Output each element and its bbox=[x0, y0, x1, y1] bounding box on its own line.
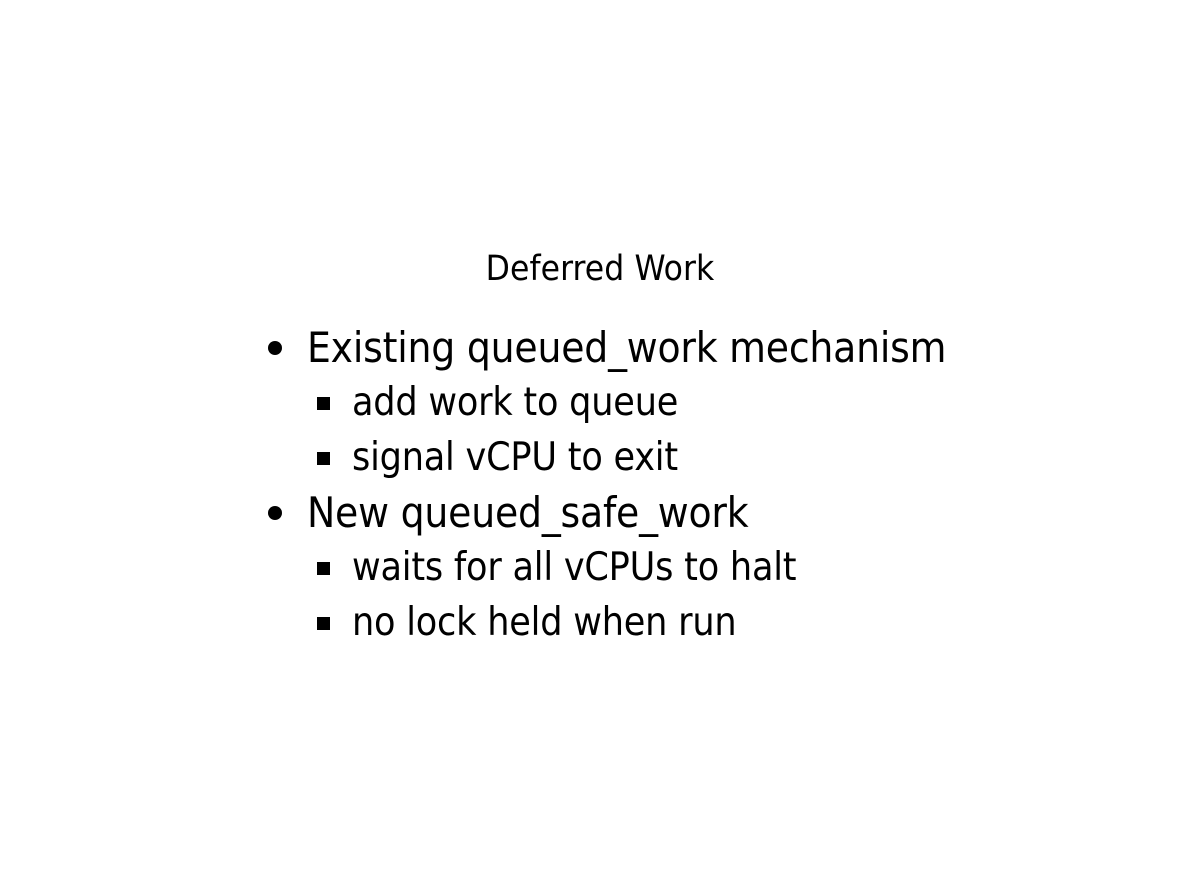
bullet-item-level1: New queued_safe_work bbox=[0, 485, 1200, 540]
bullet-item-level2: add work to queue bbox=[0, 375, 1200, 430]
square-bullet-icon bbox=[315, 595, 352, 650]
square-bullet-icon bbox=[315, 375, 352, 430]
bullet-item-level2: no lock held when run bbox=[0, 595, 1200, 650]
bullet-text: signal vCPU to exit bbox=[352, 435, 678, 480]
circle-bullet-icon bbox=[266, 485, 307, 540]
bullet-item-level2: waits for all vCPUs to halt bbox=[0, 540, 1200, 595]
bullet-item-level1: Existing queued_work mechanism bbox=[0, 320, 1200, 375]
square-bullet-icon bbox=[315, 540, 352, 595]
bullet-text: New queued_safe_work bbox=[307, 488, 749, 537]
bullet-list: Existing queued_work mechanism add work … bbox=[0, 320, 1200, 650]
slide-title: Deferred Work bbox=[485, 249, 715, 289]
square-bullet-icon bbox=[315, 430, 352, 485]
circle-bullet-icon bbox=[266, 320, 307, 375]
bullet-text: add work to queue bbox=[352, 380, 679, 425]
bullet-text: Existing queued_work mechanism bbox=[307, 323, 947, 372]
bullet-item-level2: signal vCPU to exit bbox=[0, 430, 1200, 485]
bullet-text: waits for all vCPUs to halt bbox=[352, 545, 797, 590]
bullet-text: no lock held when run bbox=[352, 600, 737, 645]
